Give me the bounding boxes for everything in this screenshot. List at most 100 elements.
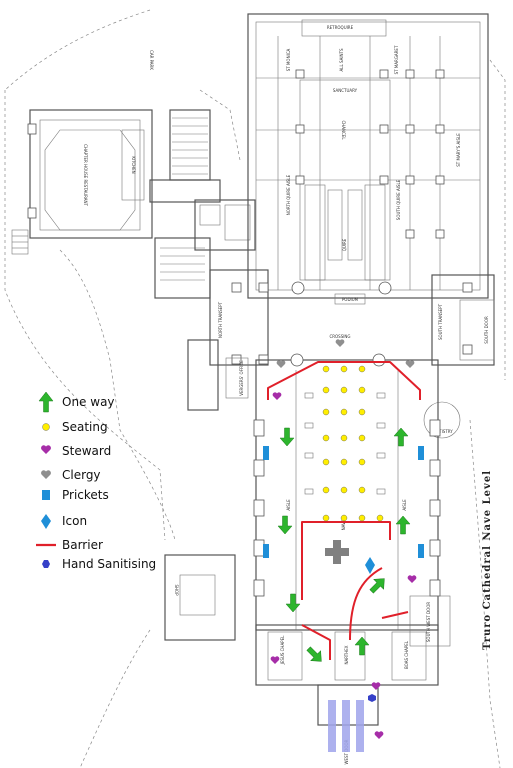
legend-icon-label: Icon (62, 514, 87, 528)
legend-seating-label: Seating (62, 420, 108, 434)
legend-hand-sanitising-label: Hand Sanitising (62, 557, 156, 571)
legend-one-way-label: One way (62, 395, 115, 409)
west-end: SHOP JESUS CHAPEL NARTHEX BOAS CHAPEL WE… (164, 554, 439, 764)
south-west-door-label: SOUTH WEST DOOR (426, 602, 431, 642)
legend: One way Seating Steward Clergy Prickets … (36, 391, 156, 571)
arrow-up (393, 427, 409, 447)
chapter-house-label: CHAPTER HOUSE RESTAURANT (83, 144, 88, 206)
clergy (335, 339, 345, 347)
seat (322, 458, 330, 466)
crossing-label: CROSSING (329, 334, 350, 339)
door-bar (342, 700, 350, 752)
quire-stalls (304, 184, 386, 281)
north-aisle-label: AISLE (286, 499, 291, 511)
seat (358, 486, 366, 494)
legend-icon: Icon (41, 514, 87, 529)
seat (340, 386, 348, 394)
sanctuary-label: SANCTUARY (333, 88, 358, 93)
legend-seating: Seating (42, 420, 108, 434)
south-door-label: SOUTH DOOR (484, 316, 489, 344)
arrow-down (285, 593, 301, 613)
nave-piers (253, 353, 441, 597)
seat (322, 386, 330, 394)
north-transept-label: NORTH TRANSEPT (218, 301, 223, 338)
seat (322, 365, 330, 373)
all-saints-label: ALL SAINTS (339, 48, 344, 71)
clergy (276, 360, 286, 368)
steward (272, 392, 282, 400)
map-title: Truro Cathedral Nave Level (482, 470, 493, 650)
clergy (405, 360, 415, 368)
seat (340, 434, 348, 442)
arrow-down (277, 515, 293, 535)
legend-prickets-label: Prickets (62, 488, 109, 502)
seating-markers (322, 365, 384, 522)
steward (270, 656, 280, 664)
nave: AISLE AISLE NAVE SOUTH WEST DOOR (253, 353, 451, 647)
seat (358, 434, 366, 442)
barrier-nave-center (301, 521, 391, 600)
pricket (263, 446, 269, 460)
legend-prickets: Prickets (42, 488, 109, 502)
hand-sanitising-marker (368, 694, 376, 702)
seat (358, 514, 366, 522)
st-marys-aisle-label: ST MARY'S AISLE (456, 133, 461, 167)
barrier-nave-outline (267, 361, 421, 400)
south-transept-label: SOUTH TRANSEPT (438, 303, 443, 340)
barriers (267, 361, 421, 660)
podium-label: PODIUM (342, 297, 359, 302)
steward (371, 682, 381, 690)
steward (407, 575, 417, 583)
arrow-up-right (369, 578, 385, 594)
quire-block: RETROQUIRE ST MONICA ALL SAINTS ST MARGA… (149, 13, 489, 305)
pricket-markers (263, 446, 424, 558)
quire-label: QUIRE (342, 238, 347, 251)
south-quire-aisle-label: SOUTH QUIRE AISLE (396, 179, 401, 220)
purple-heart-icon (41, 445, 51, 454)
legend-one-way: One way (38, 391, 115, 413)
altar-cross (325, 540, 349, 564)
retroquire-label: RETROQUIRE (327, 25, 354, 30)
seat (358, 365, 366, 373)
legend-barrier: Barrier (36, 538, 103, 552)
chapter-house: CHAPTER HOUSE RESTAURANT KITCHEN (11, 109, 153, 255)
st-monica-label: ST MONICA (286, 48, 291, 71)
seat (376, 514, 384, 522)
seat (322, 434, 330, 442)
green-arrow-icon (38, 391, 54, 413)
arrow-down-right (306, 646, 322, 662)
seat (358, 386, 366, 394)
kitchen-label: KITCHEN (131, 156, 136, 173)
steward (374, 731, 384, 739)
door-bar (356, 700, 364, 752)
cloister-corridor (149, 109, 256, 299)
seat (340, 486, 348, 494)
pricket (418, 446, 424, 460)
grey-heart-icon (41, 470, 51, 479)
icon-marker (365, 557, 375, 574)
arrow-up (395, 515, 411, 535)
barrier-curve (349, 567, 383, 641)
legend-steward-label: Steward (62, 444, 111, 458)
arrow-down (279, 427, 295, 447)
legend-clergy: Clergy (41, 468, 101, 482)
seat (358, 408, 366, 416)
south-aisle-label: AISLE (402, 499, 407, 511)
blue-diamond-icon (41, 514, 51, 529)
seat (322, 514, 330, 522)
legend-steward: Steward (41, 444, 111, 458)
baptistry-label: BAPTISTRY (431, 429, 453, 434)
car-park-label: CAR PARK (149, 50, 154, 70)
seat (340, 514, 348, 522)
nave-pews (304, 392, 386, 495)
quire-piers (291, 69, 445, 295)
barrier-west (381, 611, 409, 619)
seat (358, 458, 366, 466)
narthex-label: NARTHEX (344, 645, 349, 664)
legend-hand-sanitising: Hand Sanitising (42, 557, 156, 571)
boas-chapel-label: BOAS CHAPEL (404, 640, 409, 669)
barrier-narthex (301, 624, 331, 660)
blue-hexagon-icon (42, 560, 50, 568)
clergy-markers (276, 339, 415, 368)
legend-barrier-label: Barrier (62, 538, 103, 552)
